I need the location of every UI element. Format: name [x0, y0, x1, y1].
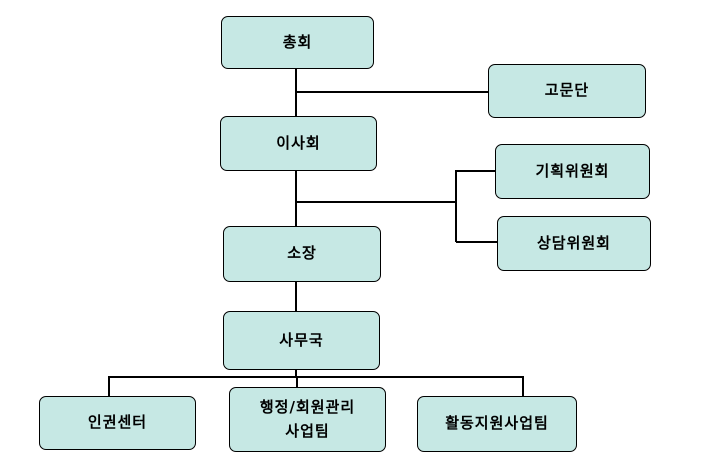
connector-main-trunk-3 [295, 281, 297, 311]
node-human-rights-center: 인권센터 [39, 396, 196, 450]
node-activity-support-team: 활동지원사업팀 [417, 396, 577, 452]
connector-team-left [108, 376, 110, 397]
node-admin-member-team: 행정/회원관리 사업팀 [229, 387, 386, 452]
node-board: 이사회 [220, 116, 377, 171]
connector-committee-branch [296, 201, 456, 203]
node-secretariat: 사무국 [223, 311, 380, 370]
connector-team-center [296, 376, 298, 388]
connector-team-bus [108, 376, 524, 378]
node-counseling-committee: 상담위원회 [497, 216, 651, 271]
node-director: 소장 [223, 226, 381, 282]
connector-planning-stub [456, 170, 496, 172]
connector-advisory-branch [296, 91, 489, 93]
connector-main-trunk-2 [295, 171, 297, 227]
connector-team-right [522, 376, 524, 397]
node-planning-committee: 기획위원회 [495, 144, 650, 199]
connector-committee-vertical [455, 170, 457, 242]
node-advisory-group: 고문단 [488, 64, 646, 118]
connector-main-trunk-4 [295, 369, 297, 377]
connector-counseling-stub [456, 241, 498, 243]
node-general-assembly: 총회 [221, 16, 374, 69]
